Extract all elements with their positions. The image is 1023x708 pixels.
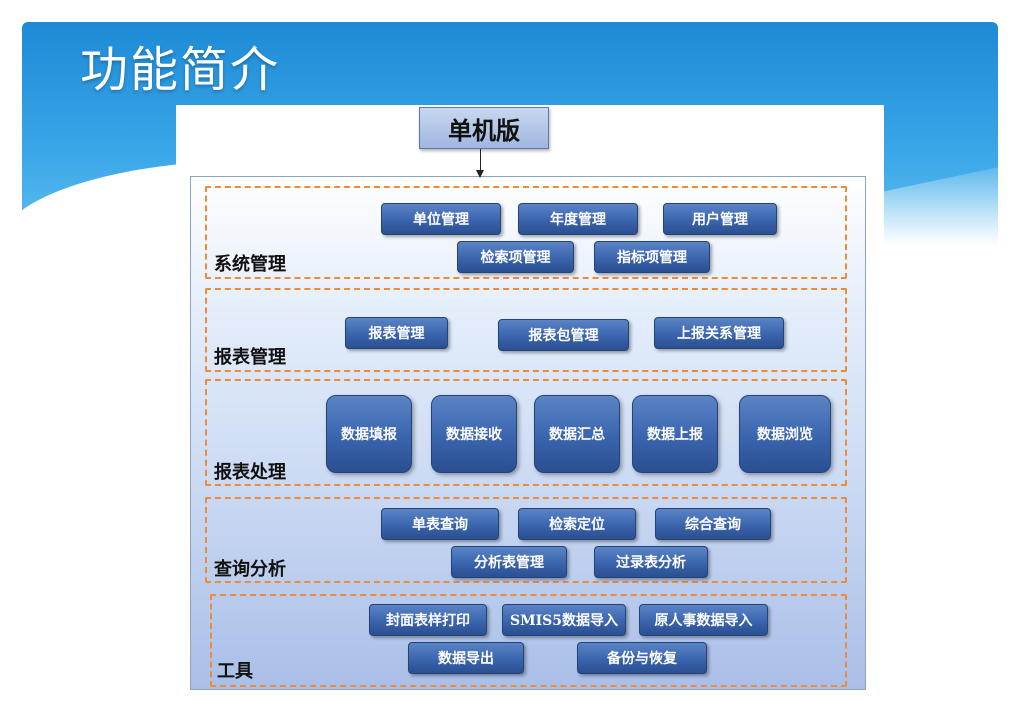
node-search-item-management: 检索项管理 [457,241,574,273]
node-comprehensive-query: 综合查询 [655,508,771,540]
group-label-report-processing: 报表处理 [214,462,286,483]
node-unit-management: 单位管理 [381,203,501,235]
node-search-locate: 检索定位 [518,508,636,540]
group-query-analysis [205,497,847,583]
node-data-browse: 数据浏览 [739,395,831,473]
group-tools [210,594,847,687]
connector-arrow-line [480,149,481,171]
node-data-entry: 数据填报 [326,395,412,473]
node-user-management: 用户管理 [663,203,777,235]
group-label-system: 系统管理 [214,254,286,275]
node-year-management: 年度管理 [518,203,638,235]
group-label-query-analysis: 查询分析 [214,559,286,580]
node-indicator-item-management: 指标项管理 [594,241,710,273]
node-data-upload: 数据上报 [632,395,718,473]
node-cover-sample-print: 封面表样打印 [369,604,487,636]
group-report-processing [205,379,847,486]
node-reporting-relationship-management: 上报关系管理 [654,317,784,349]
group-label-report-management: 报表管理 [214,347,286,368]
node-smis5-data-import: SMIS5数据导入 [502,604,626,636]
node-backup-restore: 备份与恢复 [577,642,707,674]
node-report-package-management: 报表包管理 [498,319,629,351]
node-record-table-analysis: 过录表分析 [594,546,708,578]
node-data-receive: 数据接收 [431,395,517,473]
node-report-management: 报表管理 [345,317,448,349]
connector-arrow-head [476,170,484,178]
node-single-table-query: 单表查询 [381,508,499,540]
group-label-tools: 工具 [217,661,253,682]
node-data-export: 数据导出 [408,642,524,674]
group-report-management [205,288,847,372]
top-node-standalone: 单机版 [419,107,549,149]
node-analysis-table-management: 分析表管理 [451,546,567,578]
node-original-hr-data-import: 原人事数据导入 [639,604,768,636]
node-data-summary: 数据汇总 [534,395,620,473]
slide-title: 功能简介 [80,42,281,98]
group-system-management [205,186,847,279]
